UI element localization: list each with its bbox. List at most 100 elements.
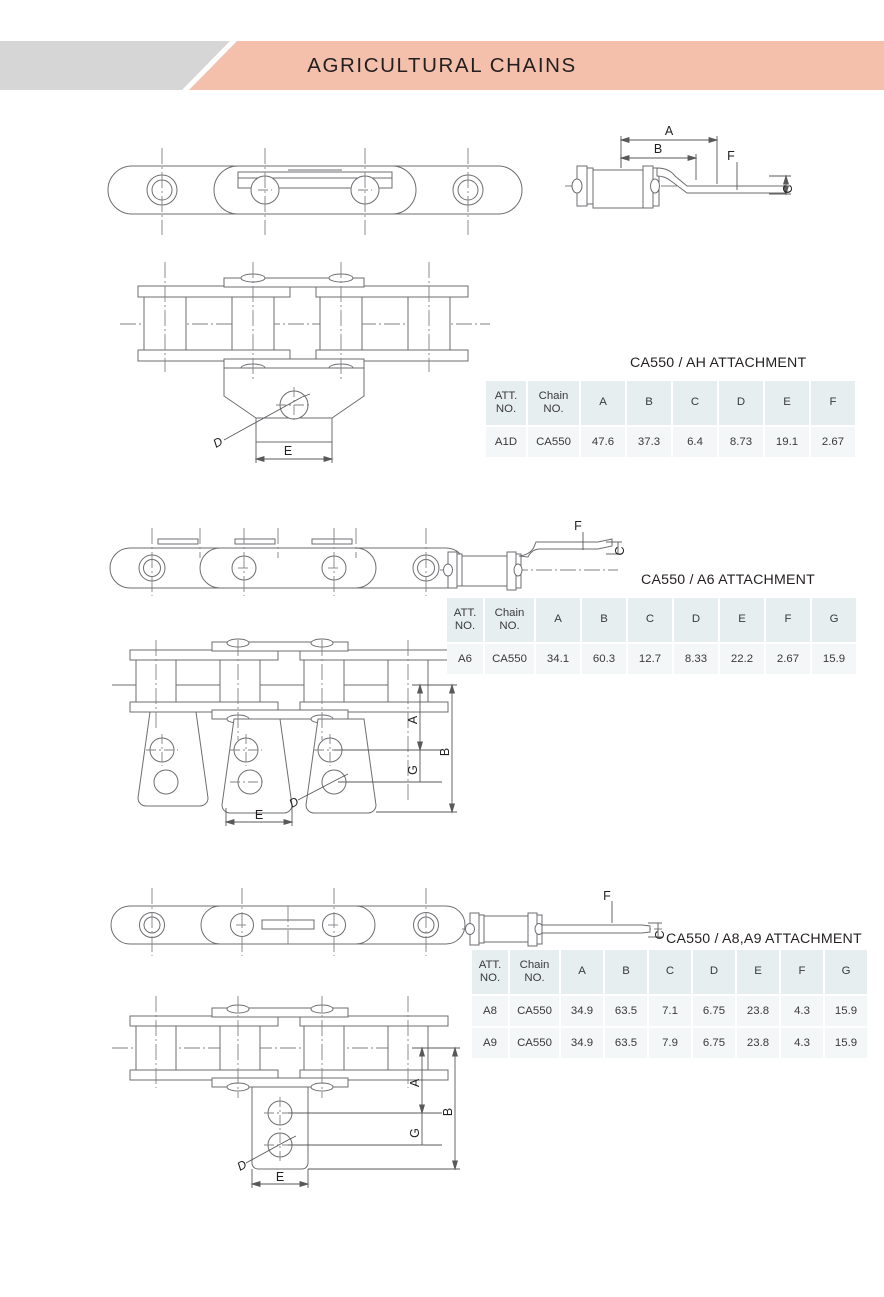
section-title-a6: CA550 / A6 ATTACHMENT — [641, 572, 815, 588]
ah-front-view-drawing: D E — [120, 262, 490, 467]
dim-label-f: F — [603, 889, 611, 903]
col-g: G — [825, 950, 867, 994]
cell-a: 34.1 — [536, 644, 580, 674]
col-d: D — [719, 381, 763, 425]
col-e: E — [765, 381, 809, 425]
col-c: C — [628, 598, 672, 642]
cell-chain-no: CA550 — [485, 644, 534, 674]
dim-label-d: D — [235, 1157, 250, 1174]
dim-label-f: F — [574, 519, 582, 533]
dim-label-b: B — [654, 142, 662, 156]
col-att-no: ATT.NO. — [447, 598, 483, 642]
cell-b: 37.3 — [627, 427, 671, 457]
col-f: F — [781, 950, 823, 994]
dim-label-g: G — [408, 1128, 422, 1138]
col-a: A — [581, 381, 625, 425]
col-c: C — [673, 381, 717, 425]
page-title: AGRICULTURAL CHAINS — [307, 53, 577, 77]
header-peach-block — [189, 41, 884, 90]
cell-e: 19.1 — [765, 427, 809, 457]
cell-a: 34.9 — [561, 1028, 603, 1058]
table-row: A1D CA550 47.6 37.3 6.4 8.73 19.1 2.67 — [486, 427, 855, 457]
cell-att-no: A8 — [472, 996, 508, 1026]
dim-label-e: E — [276, 1170, 284, 1184]
cell-f: 2.67 — [811, 427, 855, 457]
col-d: D — [674, 598, 718, 642]
cell-f: 2.67 — [766, 644, 810, 674]
dim-label-b: B — [441, 1108, 455, 1116]
cell-f: 4.3 — [781, 1028, 823, 1058]
table-row: A9 CA550 34.9 63.5 7.9 6.75 23.8 4.3 15.… — [472, 1028, 867, 1058]
col-f: F — [811, 381, 855, 425]
dim-label-c: C — [781, 184, 795, 193]
dim-label-g: G — [406, 765, 420, 775]
dim-label-b: B — [438, 748, 452, 756]
cell-d: 6.75 — [693, 1028, 735, 1058]
dim-label-a: A — [406, 715, 420, 724]
cell-b: 63.5 — [605, 1028, 647, 1058]
a8a9-top-view-drawing — [110, 882, 466, 958]
cell-g: 15.9 — [825, 996, 867, 1026]
cell-att-no: A6 — [447, 644, 483, 674]
section-title-a8a9: CA550 / A8,A9 ATTACHMENT — [666, 931, 862, 947]
cell-chain-no: CA550 — [528, 427, 579, 457]
a8a9-side-view-drawing: F C — [462, 889, 667, 955]
cell-d: 6.75 — [693, 996, 735, 1026]
col-d: D — [693, 950, 735, 994]
col-att-no: ATT.NO. — [472, 950, 508, 994]
cell-c: 12.7 — [628, 644, 672, 674]
cell-f: 4.3 — [781, 996, 823, 1026]
a6-top-view-drawing — [109, 518, 467, 598]
dim-label-c: C — [613, 546, 627, 555]
cell-a: 34.9 — [561, 996, 603, 1026]
dim-label-a: A — [408, 1078, 422, 1087]
cell-d: 8.73 — [719, 427, 763, 457]
ah-top-view-drawing — [107, 140, 523, 240]
col-a: A — [561, 950, 603, 994]
dim-label-c: C — [653, 930, 667, 939]
a6-side-view-drawing: F C — [440, 519, 627, 598]
table-row: A8 CA550 34.9 63.5 7.1 6.75 23.8 4.3 15.… — [472, 996, 867, 1026]
cell-c: 7.1 — [649, 996, 691, 1026]
cell-e: 22.2 — [720, 644, 764, 674]
col-c: C — [649, 950, 691, 994]
col-b: B — [582, 598, 626, 642]
cell-e: 23.8 — [737, 1028, 779, 1058]
page-header-banner: AGRICULTURAL CHAINS — [0, 41, 884, 90]
col-f: F — [766, 598, 810, 642]
table-row: A6 CA550 34.1 60.3 12.7 8.33 22.2 2.67 1… — [447, 644, 856, 674]
a6-front-view-drawing: D E A G B — [112, 638, 482, 830]
ah-side-view-drawing: A B F C — [565, 118, 795, 228]
col-b: B — [627, 381, 671, 425]
cell-d: 8.33 — [674, 644, 718, 674]
cell-chain-no: CA550 — [510, 996, 559, 1026]
cell-b: 63.5 — [605, 996, 647, 1026]
a8a9-front-view-drawing: D E A G B — [112, 988, 482, 1198]
cell-a: 47.6 — [581, 427, 625, 457]
col-e: E — [720, 598, 764, 642]
cell-e: 23.8 — [737, 996, 779, 1026]
dim-label-f: F — [727, 149, 735, 163]
dim-label-e: E — [255, 808, 263, 822]
col-att-no: ATT.NO. — [486, 381, 526, 425]
cell-b: 60.3 — [582, 644, 626, 674]
cell-c: 6.4 — [673, 427, 717, 457]
section-title-ah: CA550 / AH ATTACHMENT — [630, 355, 807, 371]
cell-att-no: A1D — [486, 427, 526, 457]
col-g: G — [812, 598, 856, 642]
cell-c: 7.9 — [649, 1028, 691, 1058]
cell-att-no: A9 — [472, 1028, 508, 1058]
cell-g: 15.9 — [812, 644, 856, 674]
dim-label-e: E — [284, 444, 292, 458]
dim-label-d: D — [211, 434, 226, 451]
